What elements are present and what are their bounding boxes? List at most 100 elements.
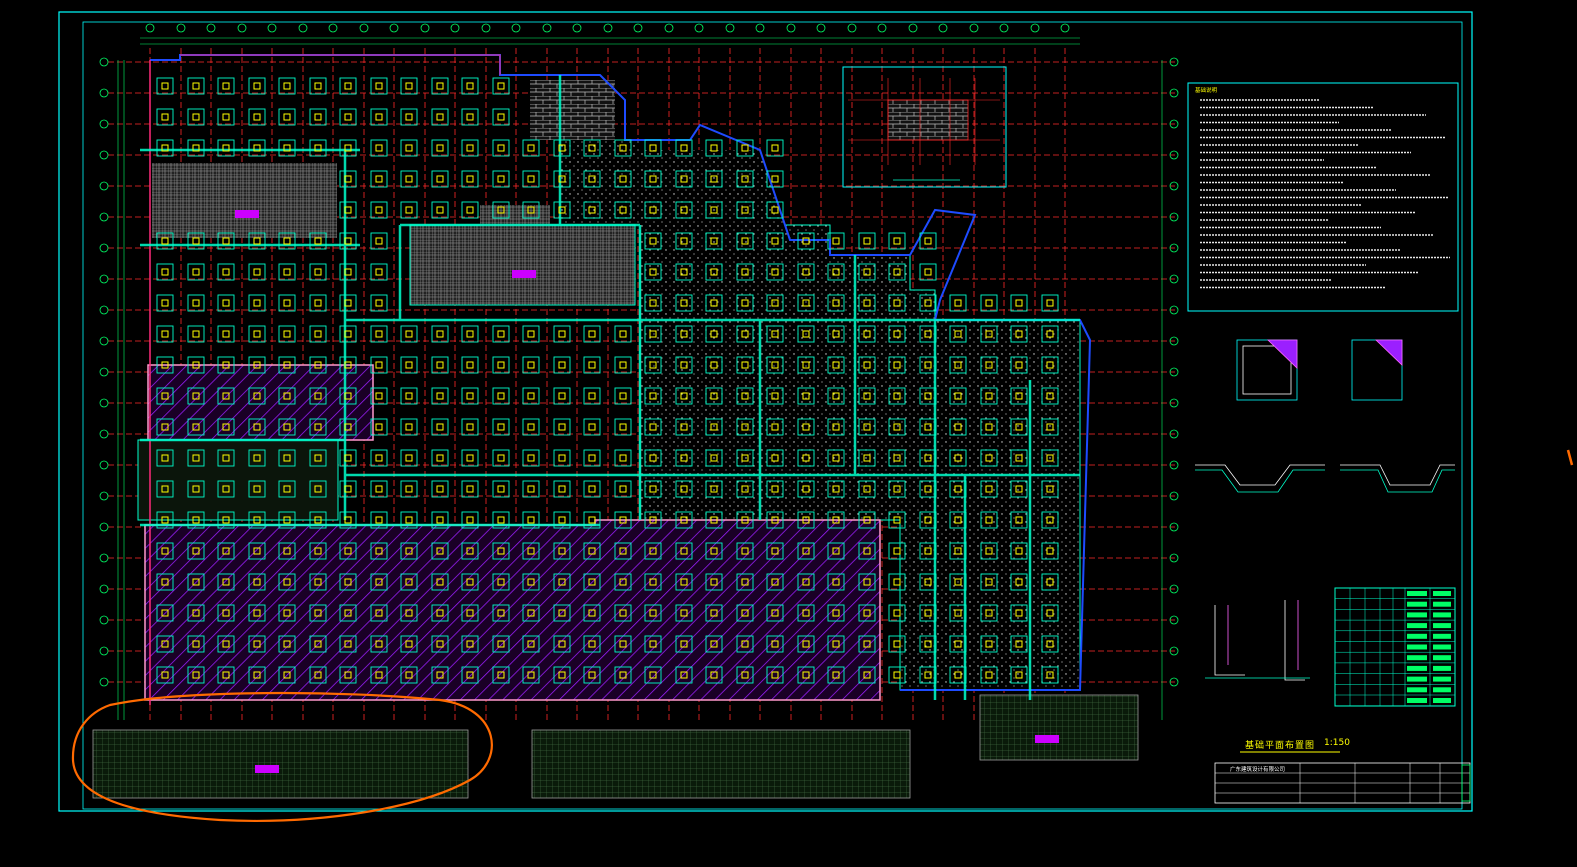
column xyxy=(497,671,505,679)
column xyxy=(832,361,840,369)
column xyxy=(680,485,688,493)
column xyxy=(893,485,901,493)
pile-cap xyxy=(736,666,754,684)
column xyxy=(161,609,169,617)
pile-cap xyxy=(461,449,479,467)
pile-cap xyxy=(278,449,296,467)
column xyxy=(771,578,779,586)
pile-cap xyxy=(522,511,540,529)
pile-cap xyxy=(736,263,754,281)
pile-cap xyxy=(461,542,479,560)
column xyxy=(924,237,932,245)
pile-cap xyxy=(278,108,296,126)
column xyxy=(314,516,322,524)
pile-cap xyxy=(1010,635,1028,653)
pile-cap xyxy=(553,356,571,374)
pile-cap xyxy=(736,635,754,653)
column xyxy=(771,671,779,679)
column xyxy=(192,113,200,121)
column xyxy=(344,609,352,617)
pile-cap xyxy=(187,666,205,684)
column xyxy=(893,392,901,400)
pile-cap xyxy=(553,635,571,653)
pile-cap xyxy=(705,635,723,653)
pile-cap xyxy=(980,356,998,374)
column xyxy=(375,671,383,679)
pile-schedule-table xyxy=(1334,587,1456,707)
pile-cap xyxy=(370,201,388,219)
column xyxy=(649,237,657,245)
column xyxy=(192,640,200,648)
column xyxy=(710,144,718,152)
pile-cap xyxy=(827,356,845,374)
pile-cap xyxy=(614,635,632,653)
column xyxy=(283,609,291,617)
pile-cap xyxy=(827,511,845,529)
axis-bubble xyxy=(1169,243,1179,253)
axis-bubble xyxy=(1169,274,1179,284)
column xyxy=(344,454,352,462)
column xyxy=(649,454,657,462)
column xyxy=(222,299,230,307)
pile-cap xyxy=(766,635,784,653)
column xyxy=(161,547,169,555)
pile-cap xyxy=(492,356,510,374)
column xyxy=(283,392,291,400)
pile-cap xyxy=(919,418,937,436)
pile-cap xyxy=(1041,294,1059,312)
pile-cap xyxy=(187,356,205,374)
column xyxy=(832,671,840,679)
column xyxy=(375,175,383,183)
column xyxy=(436,516,444,524)
column xyxy=(832,578,840,586)
pile-cap xyxy=(217,77,235,95)
pile-cap xyxy=(156,263,174,281)
pile-cap xyxy=(919,542,937,560)
column xyxy=(161,144,169,152)
column xyxy=(283,144,291,152)
pile-cap xyxy=(492,635,510,653)
pile-cap xyxy=(187,480,205,498)
column xyxy=(497,392,505,400)
column xyxy=(283,299,291,307)
pile-cap xyxy=(370,666,388,684)
pile-cap xyxy=(919,480,937,498)
pile-cap xyxy=(431,635,449,653)
pile-cap xyxy=(858,511,876,529)
column xyxy=(192,237,200,245)
column xyxy=(649,268,657,276)
pile-cap xyxy=(1041,418,1059,436)
pile-cap xyxy=(766,170,784,188)
pile-cap xyxy=(705,418,723,436)
column xyxy=(253,268,261,276)
pile-cap xyxy=(278,604,296,622)
pile-cap xyxy=(248,666,266,684)
column xyxy=(497,82,505,90)
pile-cap xyxy=(614,573,632,591)
pile-cap xyxy=(797,666,815,684)
column xyxy=(710,237,718,245)
column xyxy=(314,547,322,555)
column xyxy=(192,144,200,152)
column xyxy=(741,175,749,183)
table-border xyxy=(1334,587,1456,707)
pile-cap xyxy=(400,635,418,653)
pile-cap xyxy=(248,77,266,95)
column xyxy=(710,175,718,183)
pile-cap xyxy=(156,294,174,312)
pile-cap xyxy=(522,418,540,436)
column xyxy=(893,454,901,462)
pile-cap xyxy=(339,635,357,653)
pile-cap xyxy=(248,542,266,560)
pile-cap xyxy=(309,139,327,157)
column xyxy=(1015,299,1023,307)
column xyxy=(466,206,474,214)
pile-cap xyxy=(461,573,479,591)
axis-bubble xyxy=(725,23,735,33)
pile-cap xyxy=(492,387,510,405)
column xyxy=(283,113,291,121)
pile-cap xyxy=(1041,356,1059,374)
pile-cap xyxy=(187,232,205,250)
column xyxy=(558,361,566,369)
